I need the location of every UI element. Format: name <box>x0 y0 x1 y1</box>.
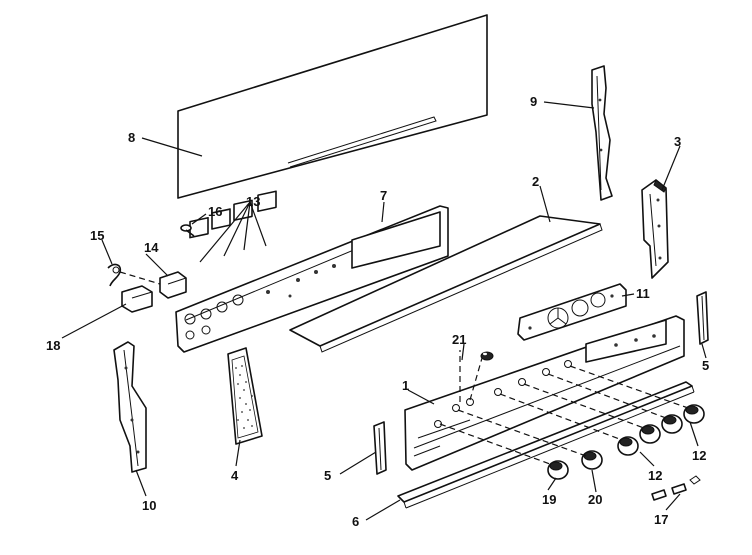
knobs <box>547 404 705 480</box>
knob-19 <box>547 460 569 480</box>
callout-7: 7 <box>380 188 387 203</box>
callout-13: 13 <box>246 194 260 209</box>
part-13-switches <box>189 190 277 239</box>
callout-2: 2 <box>532 174 539 189</box>
part-14-block <box>159 271 187 299</box>
callout-12-left: 12 <box>648 468 662 483</box>
part-18-block <box>121 285 153 313</box>
callout-11: 11 <box>636 286 650 301</box>
knob-12-c <box>661 414 683 434</box>
callout-12-right: 12 <box>692 448 706 463</box>
callout-18: 18 <box>46 338 60 353</box>
callout-15: 15 <box>90 228 104 243</box>
knob-12-d <box>683 404 705 424</box>
part-3-end-bracket <box>641 179 669 279</box>
callout-21: 21 <box>452 332 466 347</box>
callout-5-left: 5 <box>324 468 331 483</box>
part-6-bottom-strip <box>397 381 695 509</box>
assembly-lines <box>119 271 689 465</box>
callout-17: 17 <box>654 512 668 527</box>
callout-19: 19 <box>542 492 556 507</box>
knob-12-b <box>639 424 661 444</box>
part-10-side-bracket <box>113 341 147 473</box>
knob-20 <box>581 450 603 470</box>
callout-6: 6 <box>352 514 359 529</box>
part-2-trim-strip <box>289 215 603 353</box>
callout-3: 3 <box>674 134 681 149</box>
part-7-control-panel-frame <box>175 205 449 353</box>
part-15-clip <box>107 263 122 287</box>
callout-9: 9 <box>530 94 537 109</box>
callout-1: 1 <box>402 378 409 393</box>
part-21-fitting <box>480 351 494 361</box>
part-5-end-cap-right <box>696 291 709 345</box>
callout-14: 14 <box>144 240 159 255</box>
part-1-control-panel <box>404 315 685 471</box>
part-9-side-bracket <box>591 65 613 201</box>
part-11-control-bezel <box>517 283 627 341</box>
part-17-clips <box>651 475 701 501</box>
part-16-screw <box>180 224 195 237</box>
part-8-glass-panel <box>177 14 488 199</box>
part-4-insulation-panel <box>227 347 263 445</box>
callout-20: 20 <box>588 492 602 507</box>
knob-12-a <box>617 436 639 456</box>
leader-lines <box>61 101 707 521</box>
callout-10: 10 <box>142 498 156 513</box>
callout-labels: 8 9 3 2 7 13 16 15 14 18 11 5 21 1 5 6 4… <box>46 94 709 529</box>
callout-8: 8 <box>128 130 135 145</box>
part-5-end-cap-left <box>373 421 387 475</box>
callout-4: 4 <box>231 468 239 483</box>
callout-5-right: 5 <box>702 358 709 373</box>
callout-16: 16 <box>208 204 222 219</box>
